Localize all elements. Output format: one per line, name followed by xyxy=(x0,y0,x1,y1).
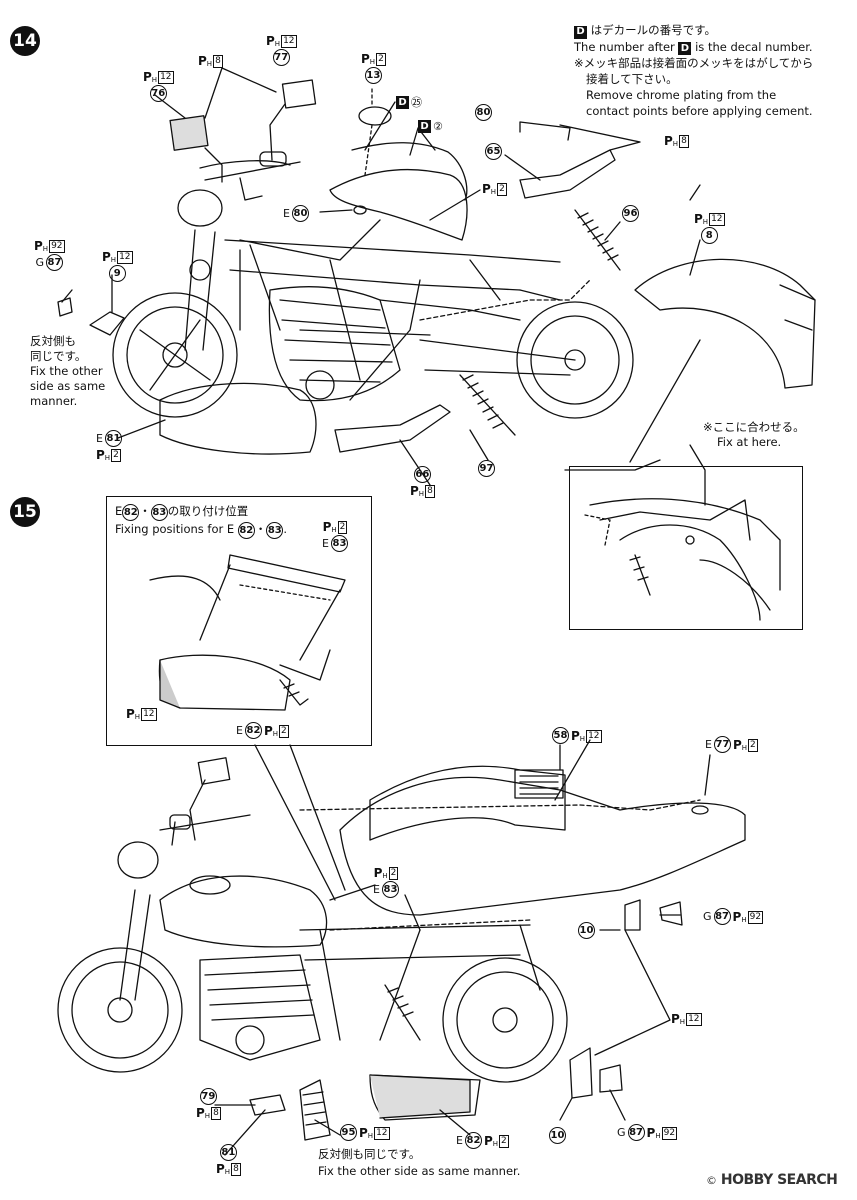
step14-side-note: 反対側も 同じです。 Fix the other side as same ma… xyxy=(30,334,105,409)
side-note-en-3: manner. xyxy=(30,394,78,408)
chrome-note-jp-2: 接着して下さい。 xyxy=(586,72,678,86)
step14-detail-inset xyxy=(569,466,803,630)
part-79-number: 79 xyxy=(199,1088,217,1105)
part-65-label: 65 xyxy=(485,143,502,160)
part-10-upper-label: 10 xyxy=(578,922,595,939)
decal-note-en-b: is the decal number. xyxy=(695,39,813,54)
decal-2-number: ② xyxy=(433,120,443,133)
step-15-badge: 15 xyxy=(10,497,40,527)
part-77-number: 77 xyxy=(272,49,290,66)
step15-side-note: 反対側も同じです。 Fix the other side as same man… xyxy=(318,1146,520,1180)
part-9-number: 9 xyxy=(108,265,126,282)
step-14-badge: 14 xyxy=(10,26,40,56)
brand-text: HOBBY SEARCH xyxy=(720,1172,838,1188)
step14-inset-drawing xyxy=(564,444,781,621)
part-76-number: 76 xyxy=(149,85,167,102)
chrome-note-en-2: contact points before applying cement. xyxy=(586,104,813,118)
inset-title-en: Fixing positions for E 82・83. xyxy=(115,521,287,539)
part-97-label: 97 xyxy=(478,460,495,477)
side-note-jp-2: 同じです。 xyxy=(30,349,87,363)
step15-inset-drawing xyxy=(149,554,346,711)
decal-note: D はデカールの番号です。 The number after D is the … xyxy=(574,22,813,119)
step15-drawing xyxy=(57,739,746,1156)
decal-note-jp: D はデカールの番号です。 xyxy=(574,22,813,39)
side-note-jp-1: 反対側も xyxy=(30,334,76,348)
side-note-en-2: side as same xyxy=(30,379,106,393)
part-8-number: 8 xyxy=(700,227,718,244)
side-note-en-1: Fix the other xyxy=(30,364,103,378)
inset-note-en: Fix at here. xyxy=(717,435,782,449)
decal-25-number: ㉕ xyxy=(411,96,422,109)
chrome-note-jp-1: ※メッキ部品は接着面のメッキをはがしてから xyxy=(574,56,814,70)
step14-drawing xyxy=(57,67,816,486)
decal-note-jp-text: はデカールの番号です。 xyxy=(590,23,717,37)
step15-side-note-jp: 反対側も同じです。 xyxy=(318,1147,421,1161)
part-13-number: 13 xyxy=(364,67,382,84)
part-80-number-label: 80 xyxy=(475,104,492,121)
part-66-number: 66 xyxy=(413,466,431,483)
decal-note-en-a: The number after xyxy=(574,39,675,54)
decal-key-badge: D xyxy=(574,25,587,39)
decal-key-badge-2: D xyxy=(678,42,692,55)
decal-note-en: The number after D is the decal number. xyxy=(574,39,813,55)
hobby-search-watermark: © HOBBY SEARCH xyxy=(706,1172,838,1188)
step15-detail-inset xyxy=(106,496,372,746)
part-81-number: 81 xyxy=(219,1144,237,1161)
part-10-lower-label: 10 xyxy=(549,1127,566,1144)
step15-side-note-en: Fix the other side as same manner. xyxy=(318,1164,521,1178)
inset-note-jp: ※ここに合わせる。 xyxy=(703,420,805,434)
step14-inset-note: ※ここに合わせる。 Fix at here. xyxy=(703,420,805,450)
copyright-symbol: © xyxy=(706,1174,717,1187)
part-96-label: 96 xyxy=(622,205,639,222)
chrome-note-en-1: Remove chrome plating from the xyxy=(586,88,777,102)
